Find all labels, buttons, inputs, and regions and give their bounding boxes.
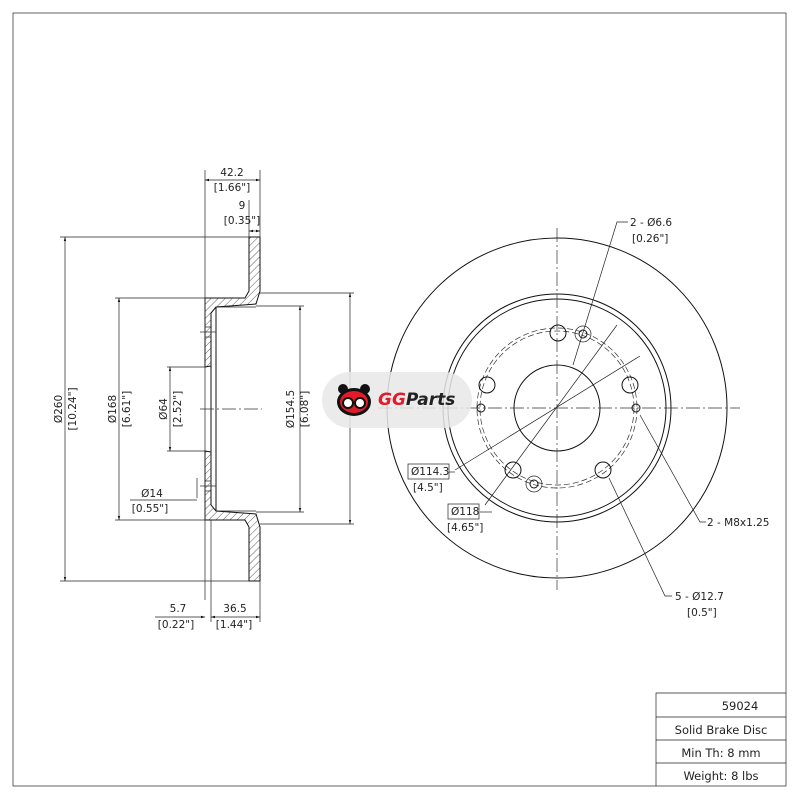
svg-text:Ø154.5: Ø154.5 (285, 390, 297, 428)
drawing-frame (12, 12, 787, 787)
svg-text:[4.65"]: [4.65"] (447, 522, 483, 534)
svg-text:9: 9 (239, 200, 246, 212)
svg-text:[0.22"]: [0.22"] (158, 619, 194, 631)
mascot-icon (337, 384, 371, 416)
ggparts-logo: GGParts (322, 372, 472, 428)
svg-text:[0.26"]: [0.26"] (632, 233, 668, 245)
svg-text:5 - Ø12.7: 5 - Ø12.7 (675, 591, 724, 603)
svg-text:[4.5"]: [4.5"] (413, 482, 443, 494)
svg-text:[6.61"]: [6.61"] (121, 391, 133, 427)
svg-text:[2.52"]: [2.52"] (172, 391, 184, 427)
svg-text:[0.35"]: [0.35"] (224, 215, 260, 227)
svg-text:2 - Ø6.6: 2 - Ø6.6 (630, 217, 672, 229)
svg-text:Ø14: Ø14 (141, 488, 163, 500)
weight: Weight: 8 lbs (683, 769, 758, 783)
svg-text:[1.66"]: [1.66"] (214, 182, 250, 194)
min-thickness: Min Th: 8 mm (681, 746, 760, 760)
svg-text:Ø114.3: Ø114.3 (411, 466, 449, 478)
part-number: 59024 (722, 699, 759, 713)
side-section-view: 42.2 [1.66"] 9 [0.35"] Ø260 [10.24"] Ø16… (53, 167, 354, 631)
svg-text:[0.5"]: [0.5"] (687, 607, 717, 619)
spec-table: 59024 Solid Brake Disc Min Th: 8 mm Weig… (655, 692, 786, 786)
svg-text:36.5: 36.5 (223, 603, 246, 615)
svg-text:Ø260: Ø260 (53, 395, 65, 423)
svg-text:Ø168: Ø168 (107, 395, 119, 423)
svg-text:5.7: 5.7 (170, 603, 187, 615)
svg-text:Ø118: Ø118 (451, 506, 479, 518)
svg-text:[6.08"]: [6.08"] (299, 391, 311, 427)
svg-text:Ø64: Ø64 (158, 398, 170, 420)
part-type: Solid Brake Disc (675, 723, 768, 737)
lug-holes (478, 324, 639, 479)
section-top (204, 236, 261, 368)
svg-text:[10.24"]: [10.24"] (67, 387, 79, 430)
svg-text:2 - M8x1.25: 2 - M8x1.25 (707, 517, 769, 529)
svg-text:[0.55"]: [0.55"] (132, 503, 168, 515)
section-bottom (204, 450, 261, 582)
svg-text:[1.44"]: [1.44"] (216, 619, 252, 631)
front-view: 2 - Ø6.6 [0.26"] Ø114.3 [4.5"] Ø118 [4.6… (378, 217, 769, 619)
svg-text:42.2: 42.2 (220, 167, 243, 179)
